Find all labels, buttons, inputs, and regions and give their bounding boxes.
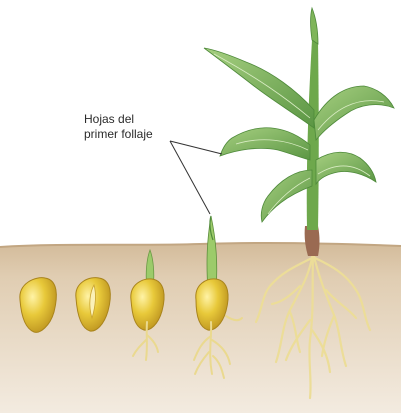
label-leaves-line-2: primer follaje xyxy=(84,127,153,141)
label-leaves-line-1: Hojas del xyxy=(84,112,134,126)
soil xyxy=(0,243,401,413)
label-pointer-lines xyxy=(170,141,222,214)
